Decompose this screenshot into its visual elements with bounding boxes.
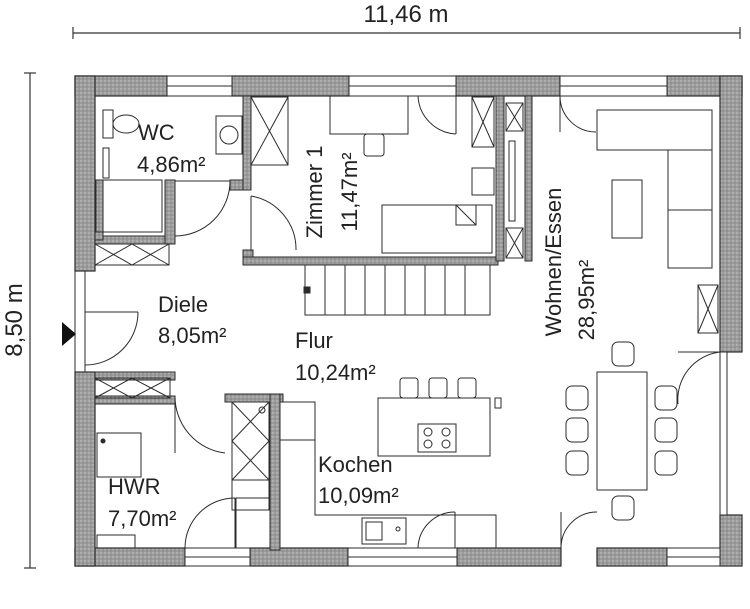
room-name: HWR [108,474,161,499]
room-area: 10,24m² [295,360,376,385]
room-wohnen-essen: Wohnen/Essen 28,95m² [541,188,599,341]
room-area: 4,86m² [137,152,205,177]
room-wc: WC 4,86m² [137,120,205,177]
room-name: Diele [158,292,208,317]
stairs [303,264,491,316]
doors [84,95,721,549]
room-hwr: HWR 7,70m² [108,474,176,531]
wc-fixtures [95,109,243,233]
width-dimension: 11,46 m [72,1,741,39]
room-zimmer-1: Zimmer 1 11,47m² [302,146,362,239]
living-furniture [565,109,713,521]
height-dimension-label: 8,50 m [1,283,28,356]
hwr-fixtures [96,432,271,549]
room-area: 10,09m² [318,483,399,508]
room-name: Flur [295,328,333,353]
room-name: WC [138,120,175,145]
interior-walls [94,95,728,551]
height-dimension: 8,50 m [1,72,36,569]
cabinets [94,96,719,511]
room-name: Kochen [318,452,393,477]
entrance-marker [62,322,76,346]
room-area: 8,05m² [158,323,226,348]
room-area: 7,70m² [108,506,176,531]
zimmer-furniture [329,95,493,254]
kitchen-island [279,377,502,548]
windows [74,75,721,567]
room-name: Zimmer 1 [302,146,327,239]
width-dimension-label: 11,46 m [364,1,449,28]
room-diele: Diele 8,05m² [158,292,226,348]
room-name: Wohnen/Essen [541,188,566,337]
room-kochen: Kochen 10,09m² [318,452,399,508]
room-flur: Flur 10,24m² [295,328,376,385]
room-area: 11,47m² [337,152,362,231]
room-area: 28,95m² [574,260,599,341]
